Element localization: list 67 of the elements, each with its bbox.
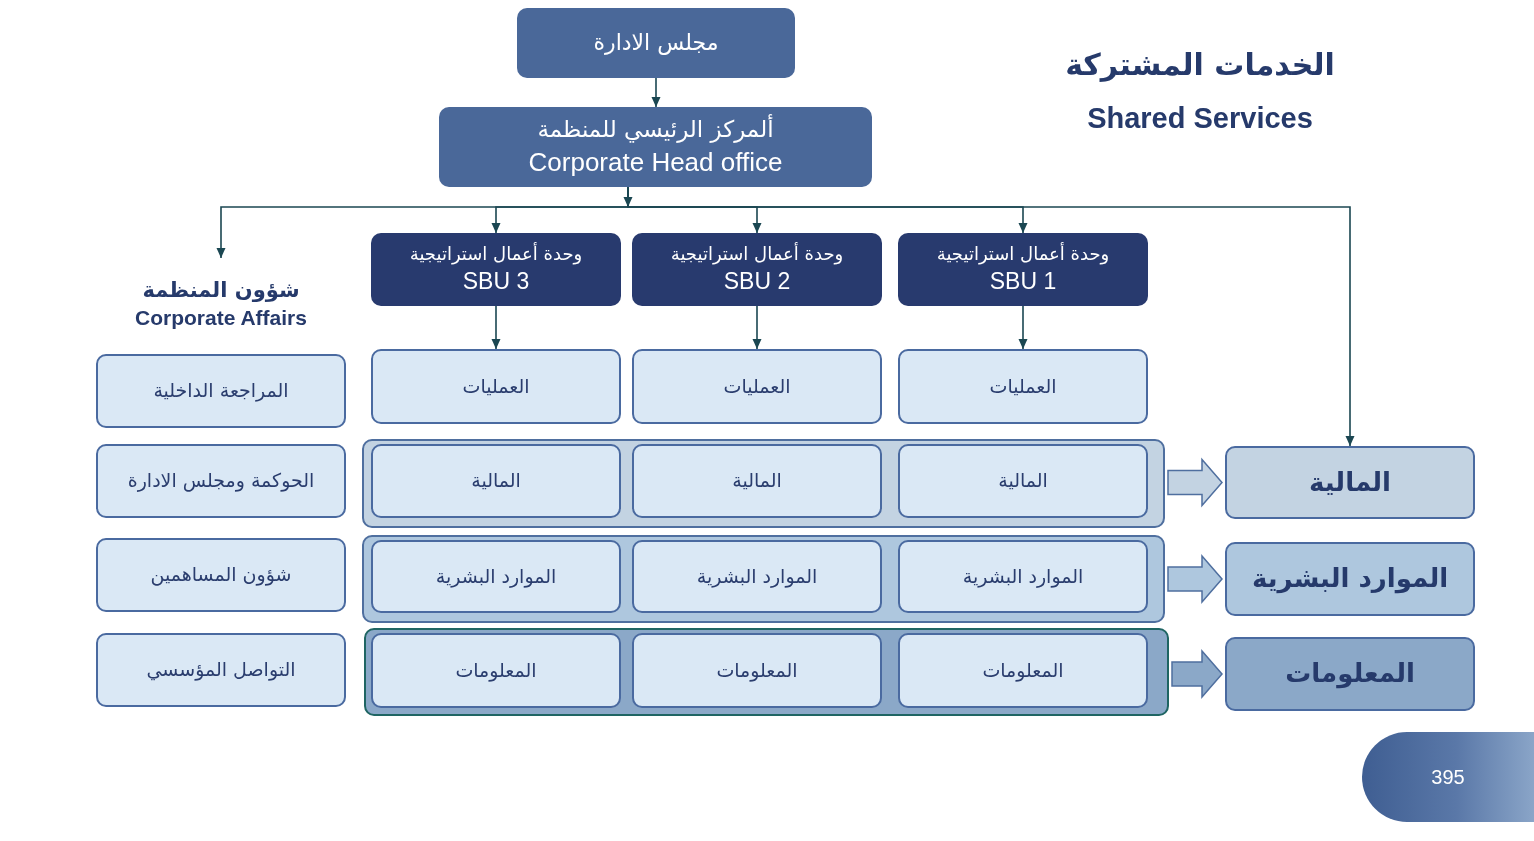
function-box <box>96 538 346 612</box>
function-band <box>362 439 1165 528</box>
block-arrow <box>1167 554 1223 604</box>
connector-arrow <box>1018 305 1028 350</box>
function-box <box>898 444 1148 518</box>
function-box <box>632 349 882 424</box>
business-unit-box <box>371 233 621 306</box>
block-arrow <box>1171 649 1223 699</box>
box-label: وحدة أعمال استراتيجية <box>409 241 583 267</box>
function-box <box>371 540 621 613</box>
box-label: العمليات <box>723 373 791 399</box>
function-box <box>898 540 1148 613</box>
box-label: مجلس الادارة <box>593 29 719 58</box>
box-label: الموارد البشرية <box>962 563 1084 590</box>
function-box <box>898 633 1148 708</box>
function-box <box>898 349 1148 424</box>
box-label: المراجعة الداخلية <box>153 378 289 404</box>
block-arrow <box>1167 457 1223 508</box>
box-label: المالية <box>732 468 782 494</box>
connector-arrow <box>651 77 661 108</box>
function-box <box>632 540 882 613</box>
box-label: SBU 1 <box>989 267 1057 297</box>
box-label: SBU 3 <box>462 267 530 297</box>
function-box <box>96 354 346 428</box>
function-box <box>96 633 346 707</box>
page-number: 395 <box>1431 765 1465 789</box>
connector-arrow <box>491 305 501 350</box>
box-label: SBU 2 <box>723 267 791 297</box>
org-unit-box <box>517 8 795 78</box>
box-label: التواصل المؤسسي <box>146 657 296 683</box>
function-band <box>364 628 1169 716</box>
function-box <box>371 444 621 518</box>
box-label: المعلومات <box>455 657 537 684</box>
function-box <box>371 349 621 424</box>
box-label: المعلومات <box>982 657 1064 684</box>
section-heading: Shared Services <box>1086 101 1314 136</box>
section-heading: Corporate Affairs <box>135 305 307 331</box>
box-label: وحدة أعمال استراتيجية <box>670 241 844 267</box>
box-label: شؤون المساهمين <box>150 562 292 588</box>
box-label: الموارد البشرية <box>696 563 818 590</box>
box-label: المعلومات <box>716 657 798 684</box>
box-label: المالية <box>1309 465 1391 499</box>
function-box <box>632 633 882 708</box>
function-box <box>632 444 882 518</box>
box-label: المالية <box>998 468 1048 494</box>
business-unit-box <box>898 233 1148 306</box>
function-band <box>362 535 1165 623</box>
section-heading: الخدمات المشتركة <box>1064 46 1336 84</box>
shared-service-box <box>1225 637 1475 711</box>
box-label: العمليات <box>989 373 1057 399</box>
box-label: وحدة أعمال استراتيجية <box>936 241 1110 267</box>
box-label: الحوكمة ومجلس الادارة <box>127 468 315 494</box>
box-label: الموارد البشرية <box>1251 562 1449 596</box>
business-unit-box <box>632 233 882 306</box>
box-label: الموارد البشرية <box>435 563 557 590</box>
box-label: Corporate Head office <box>528 145 783 179</box>
connector-arrow <box>752 305 762 350</box>
org-unit-box <box>439 107 872 187</box>
box-label: ألمركز الرئيسي للمنظمة <box>537 113 774 145</box>
box-label: العمليات <box>462 373 530 399</box>
function-box <box>96 444 346 518</box>
box-label: المالية <box>471 468 521 494</box>
shared-service-box <box>1225 446 1475 519</box>
function-box <box>371 633 621 708</box>
section-heading: شؤون المنظمة <box>142 276 300 304</box>
box-label: المعلومات <box>1285 657 1415 691</box>
shared-service-box <box>1225 542 1475 616</box>
